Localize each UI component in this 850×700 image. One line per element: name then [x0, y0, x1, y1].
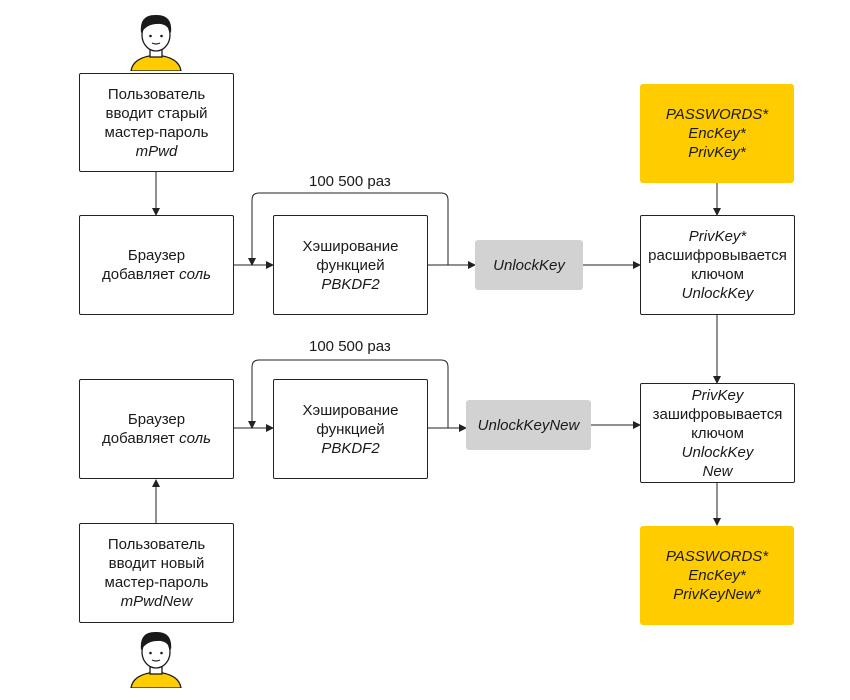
node-text-run: UnlockKey [681, 285, 754, 302]
node-text-line: добавляет соль [102, 265, 211, 284]
node-text-line: PASSWORDS* [666, 547, 768, 566]
node-text-run: Пользователь [107, 85, 206, 103]
node-text-run: New [702, 462, 733, 480]
node-text-line: PrivKey [692, 386, 744, 405]
node-text-line: добавляет соль [102, 429, 211, 448]
node-text-line: Браузер [128, 246, 185, 265]
node-text-line: PBKDF2 [321, 439, 379, 458]
node-text-run: соль [179, 266, 211, 283]
node-text-run: добавляет [102, 430, 180, 447]
node-text-run: зашифровывается [652, 405, 783, 423]
node-text-line: мастер-пароль [105, 123, 209, 142]
node-text-line: функцией [316, 256, 384, 275]
node-text-run: EncKey* [688, 125, 746, 142]
node-text-run: PASSWORDS* [665, 548, 769, 565]
passwords-encrypted-bottom: PASSWORDS* EncKey* PrivKeyNew* [640, 526, 794, 625]
node-text-run: PBKDF2 [321, 439, 380, 457]
node-text-line: EncKey* [688, 124, 746, 143]
node-text-line: Пользователь [108, 535, 205, 554]
node-text-run: вводит старый [105, 104, 208, 122]
loop-label-top: 100 500 раз [309, 173, 391, 190]
loop-label-bottom: 100 500 раз [309, 338, 391, 355]
node-text-line: функцией [316, 420, 384, 439]
node-text-run: мастер-пароль [104, 123, 209, 141]
node-text-run: UnlockKey [681, 443, 754, 461]
node-text-line: mPwd [136, 142, 178, 161]
node-text-run: Хэширование [302, 401, 399, 419]
node-text-run: PrivKey* [688, 144, 746, 161]
node-text-run: мастер-пароль [104, 574, 209, 591]
node-text-line: New [702, 462, 732, 481]
node-text-line: Пользователь [108, 85, 205, 104]
loop-arrow-top [248, 192, 449, 266]
person-avatar-icon [130, 14, 182, 71]
node-text-run: Хэширование [302, 237, 399, 255]
passwords-encrypted-top: PASSWORDS* EncKey* PrivKey* [640, 84, 794, 183]
node-text-run: EncKey* [688, 567, 746, 584]
unlock-key: UnlockKey [475, 240, 583, 290]
node-text-line: PrivKey* [689, 227, 747, 246]
node-text-line: Хэширование [303, 401, 399, 420]
node-text-line: мастер-пароль [105, 573, 209, 592]
node-text-line: PrivKey* [688, 143, 746, 162]
node-text-run: добавляет [102, 266, 180, 283]
node-text-line: ключом [691, 424, 744, 443]
node-text-line: Хэширование [303, 237, 399, 256]
node-text-run: PrivKey [691, 386, 744, 404]
node-text-line: UnlockKey [493, 256, 565, 275]
node-text-line: ключом [691, 265, 744, 284]
node-text-line: PASSWORDS* [666, 105, 768, 124]
node-text-run: Браузер [127, 411, 186, 428]
node-text-run: ключом [691, 424, 744, 442]
node-text-run: mPwdNew [120, 593, 193, 610]
node-text-line: вводит новый [109, 554, 205, 573]
node-text-run: UnlockKey [493, 256, 565, 274]
node-text-line: зашифровывается [653, 405, 783, 424]
node-text-run: функцией [316, 420, 385, 438]
node-text-line: Браузер [128, 410, 185, 429]
person-avatar-icon [130, 631, 182, 688]
node-text-run: PBKDF2 [321, 275, 380, 293]
node-text-run: UnlockKeyNew [477, 416, 580, 434]
loop-arrow-bottom [248, 359, 449, 429]
unlock-key-new: UnlockKeyNew [466, 400, 591, 450]
node-text-line: UnlockKey [682, 284, 754, 303]
node-text-run: расшифровывается [648, 247, 787, 264]
node-text-run: соль [179, 430, 211, 447]
node-text-run: ключом [691, 266, 744, 283]
node-text-run: Пользователь [107, 536, 206, 553]
node-text-line: UnlockKey [682, 443, 754, 462]
node-text-run: PrivKey* [688, 228, 747, 245]
node-text-run: PrivKeyNew* [673, 586, 761, 603]
node-text-line: EncKey* [688, 566, 746, 585]
node-text-line: PrivKeyNew* [673, 585, 761, 604]
node-text-run: PASSWORDS* [665, 106, 769, 123]
node-text-line: PBKDF2 [321, 275, 379, 294]
node-text-run: Браузер [127, 247, 186, 264]
node-text-line: mPwdNew [121, 592, 193, 611]
node-text-run: mPwd [135, 142, 178, 160]
node-text-line: расшифровывается [648, 246, 787, 265]
node-text-run: функцией [316, 256, 385, 274]
user-enters-new-password: Пользователь вводит новый мастер-пароль mPw… [79, 523, 234, 623]
node-text-line: UnlockKeyNew [478, 416, 580, 435]
node-text-run: вводит новый [108, 555, 205, 572]
node-text-line: вводит старый [106, 104, 208, 123]
